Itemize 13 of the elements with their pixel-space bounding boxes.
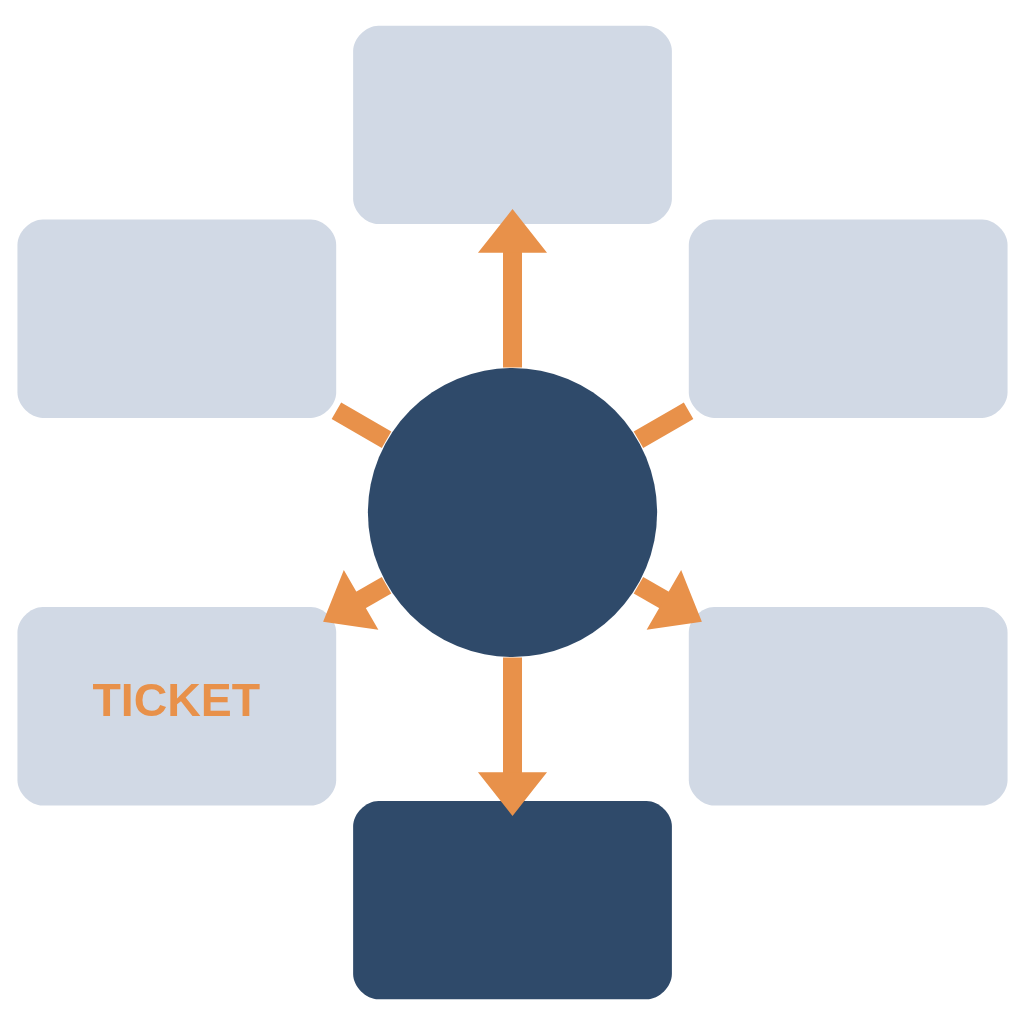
node-box (16, 219, 336, 418)
node-box (352, 800, 672, 999)
node-box (352, 25, 672, 224)
arrow (633, 569, 702, 630)
connector (633, 402, 693, 448)
node-box (688, 606, 1008, 805)
arrow (477, 656, 547, 816)
arrow (322, 569, 391, 630)
node-box (688, 219, 1008, 418)
arrow (477, 208, 547, 368)
node-box: TICKET (16, 606, 336, 805)
connector (331, 402, 391, 448)
node-circle (367, 367, 657, 657)
